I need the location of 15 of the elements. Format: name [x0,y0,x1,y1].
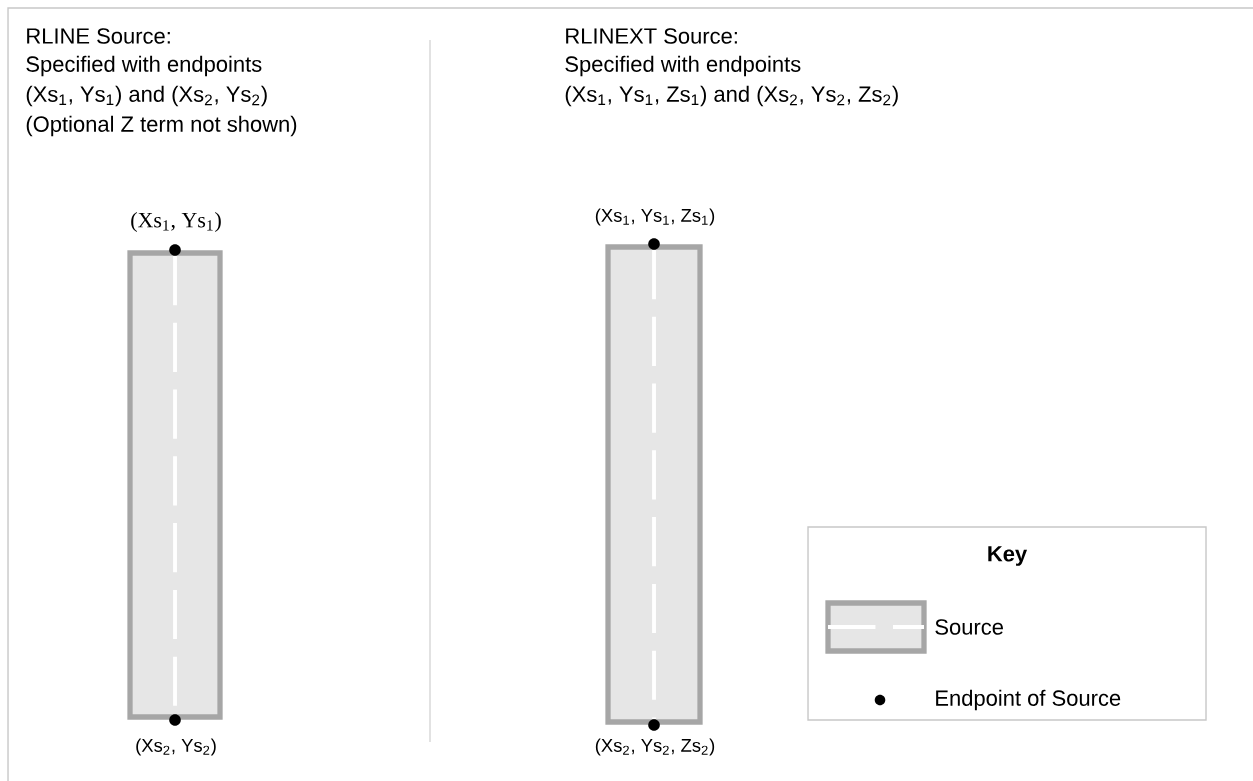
source-box [605,244,703,725]
heading-text: (Xs$_{1}$, Ys$_{1}$, Zs$_{1}$) and (Xs$_{2}$, Ys$_{2}$, Zs$_{2}$) [565,85,898,107]
legend-text: Source [935,619,1003,635]
heading-text: Specified with endpoints [26,55,262,77]
heading-text: (Optional Z term not shown) [26,115,297,137]
coordinate-label: (Xs$_{2}$, Ys$_{2}$) [136,738,216,756]
coordinate-label: (Xs$_{1}$, Ys$_{1}$) [131,212,221,232]
coordinate-label: (Xs$_{1}$, Ys$_{1}$, Zs$_{1}$) [595,208,715,226]
heading-text: (Xs$_{1}$, Ys$_{1}$) and (Xs$_{2}$, Ys$_{2}$) [26,85,267,107]
heading-text: Specified with endpoints [565,55,801,77]
heading-text: RLINEXT Source: [566,28,737,44]
coordinate-label: (Xs$_{2}$, Ys$_{2}$, Zs$_{2}$) [595,738,715,756]
source-box [127,250,223,720]
legend-text: Endpoint of Source [936,689,1121,711]
heading-text: RLINE Source: [27,28,170,44]
